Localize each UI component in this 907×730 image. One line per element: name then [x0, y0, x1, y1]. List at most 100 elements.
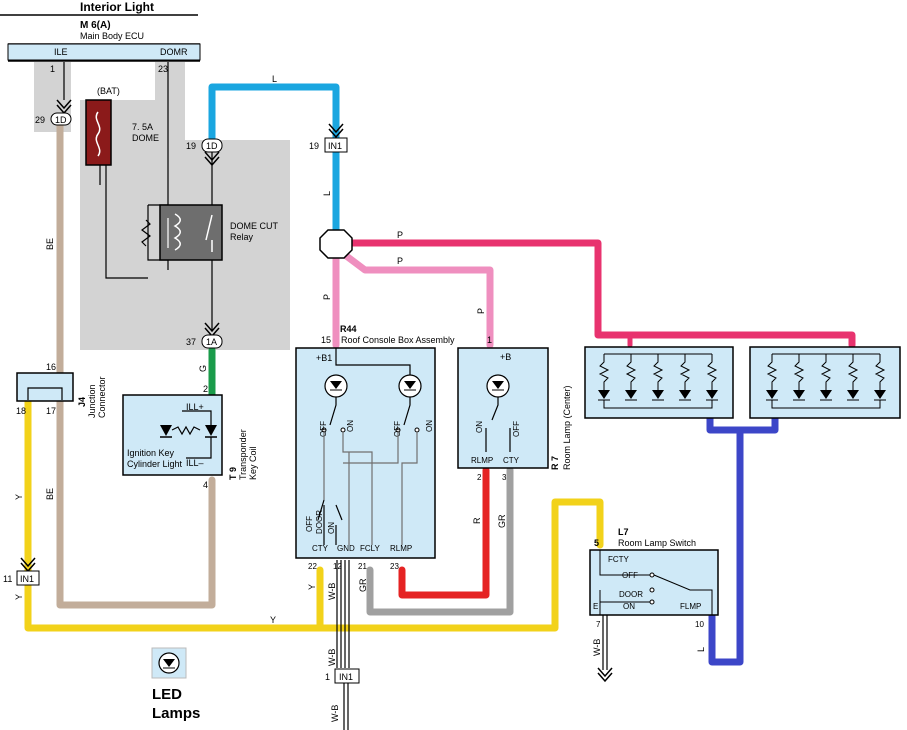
label-l-top: L: [272, 74, 277, 84]
led-lamp-box-right: [749, 346, 901, 419]
wire-gr: [366, 466, 514, 616]
fuse-name: DOME: [132, 133, 159, 143]
r44-fcly: FCLY: [360, 544, 381, 553]
label-l-mid: L: [322, 191, 332, 196]
label-be-low: BE: [45, 488, 55, 500]
relay-line1: DOME CUT: [230, 221, 278, 231]
wire-r: [398, 466, 490, 599]
label-p-center: P: [476, 308, 486, 314]
room-lamp-switch: L7 Room Lamp Switch 5 FCTY OFF DOOR ON E…: [589, 527, 719, 629]
label-wb-bottom: W-B: [330, 705, 340, 722]
splice-junction: [319, 229, 353, 259]
main-body-ecu: M 6(A) Main Body ECU ILE DOMR: [7, 20, 201, 62]
fuse-rating: 7. 5A: [132, 122, 153, 132]
wire-p-center: [341, 251, 494, 349]
label-y-bottom: Y: [270, 615, 276, 625]
led-legend: LED Lamps: [151, 647, 200, 722]
legend-line1: LED: [152, 686, 182, 703]
fuse-bat: (BAT): [97, 86, 120, 96]
conn-29-num: 29: [35, 115, 45, 125]
r44-pin15: 15: [321, 335, 331, 345]
r7-off: OFF: [512, 421, 521, 437]
wire-l-switch: [706, 414, 779, 666]
t9-line2: Key Coil: [248, 446, 258, 480]
diagram-title: Interior Light: [80, 0, 154, 14]
ecu-pin-domr: DOMR: [160, 47, 188, 57]
r44-off-1: OFF: [319, 421, 328, 437]
ecu-num-23: 23: [158, 64, 168, 74]
conn-in1-11-label: IN1: [20, 574, 34, 584]
r7-pin1: 1: [487, 335, 492, 345]
t9-code: T 9: [228, 467, 238, 480]
l7-name: Room Lamp Switch: [618, 538, 696, 548]
relay-line2: Relay: [230, 232, 254, 242]
r44-on-2: ON: [425, 420, 434, 432]
roof-console-box: R44 Roof Console Box Assembly 15 +B1 OFF…: [295, 324, 455, 571]
j4-line1: Junction: [87, 384, 97, 418]
r44-rlmp: RLMP: [390, 544, 412, 553]
conn-1d-b-label: 1D: [206, 141, 218, 151]
r44-pin22: 22: [308, 562, 317, 571]
r44-pin23: 23: [390, 562, 399, 571]
dome-cut-relay: DOME CUT Relay: [141, 204, 278, 261]
r44-off-2: OFF: [393, 421, 402, 437]
t9-pin4: 4: [203, 480, 208, 490]
r44-door: DOOR: [315, 510, 324, 534]
r44-gnd: GND: [337, 544, 355, 553]
r7-on: ON: [475, 421, 484, 433]
junction-connector-j4: 16 18 17 J4 Junction Connector: [16, 362, 107, 418]
r7-cty: CTY: [503, 456, 520, 465]
r44-pin12: 12: [333, 562, 342, 571]
legend-line2: Lamps: [152, 705, 200, 722]
conn-in1-19-label: IN1: [328, 141, 342, 151]
l7-pin10: 10: [695, 620, 704, 629]
connector-37-1a: 1A 37: [186, 322, 223, 349]
r44-b1: +B1: [316, 353, 332, 363]
label-l-switch: L: [696, 647, 706, 652]
room-lamp-center: 1 +B ON OFF RLMP CTY 2 3 R 7 Room Lamp (…: [457, 335, 572, 482]
r7-b: +B: [500, 352, 511, 362]
label-g: G: [198, 365, 208, 372]
wire-labels: L L BE BE P P P P G Y Y Y Y R GR GR W-B …: [14, 74, 706, 722]
j4-line2: Connector: [97, 376, 107, 418]
label-p-roof: P: [322, 294, 332, 300]
label-wb-roof: W-B: [327, 583, 337, 600]
led-lamp-box-left: [584, 346, 734, 419]
wire-y: [24, 396, 604, 632]
conn-1a-label: 1A: [206, 337, 217, 347]
label-gr-roof: GR: [358, 578, 368, 592]
label-p-magenta: P: [397, 230, 403, 240]
conn-19-num: 19: [186, 141, 196, 151]
connector-in1-1: IN1 1: [325, 668, 360, 684]
conn-in1-1-num: 1: [325, 672, 330, 682]
r44-off-3: OFF: [305, 516, 314, 532]
wire-be: [56, 121, 216, 609]
r7-pin2: 2: [477, 473, 482, 482]
t9-line3: Ignition Key: [127, 448, 175, 458]
l7-flmp: FLMP: [680, 602, 701, 611]
conn-in1-11-num: 11: [3, 574, 12, 584]
j4-code: J4: [77, 397, 87, 407]
ecu-pin-ile: ILE: [54, 47, 68, 57]
label-gr-center: GR: [497, 514, 507, 528]
conn-in1-1-label: IN1: [339, 672, 353, 682]
r7-pin3: 3: [502, 473, 507, 482]
l7-e: E: [593, 602, 598, 611]
r44-on-1: ON: [346, 420, 355, 432]
r44-code: R44: [340, 324, 357, 334]
r7-code: R 7: [550, 456, 560, 470]
connector-in1-11: IN1 11: [3, 557, 40, 586]
connector-19-1d: 1D 19: [186, 138, 223, 167]
j4-pin18: 18: [16, 406, 26, 416]
label-be-top: BE: [45, 238, 55, 250]
l7-code: L7: [618, 527, 629, 537]
ecu-name: Main Body ECU: [80, 31, 144, 41]
r44-on-3: ON: [327, 522, 336, 534]
j4-pin16: 16: [46, 362, 56, 372]
label-wb-mid: W-B: [327, 649, 337, 666]
t9-ill-minus: ILL–: [186, 458, 204, 468]
l7-on: ON: [623, 602, 635, 611]
wire-l: [208, 83, 340, 236]
label-y-left: Y: [14, 494, 24, 500]
